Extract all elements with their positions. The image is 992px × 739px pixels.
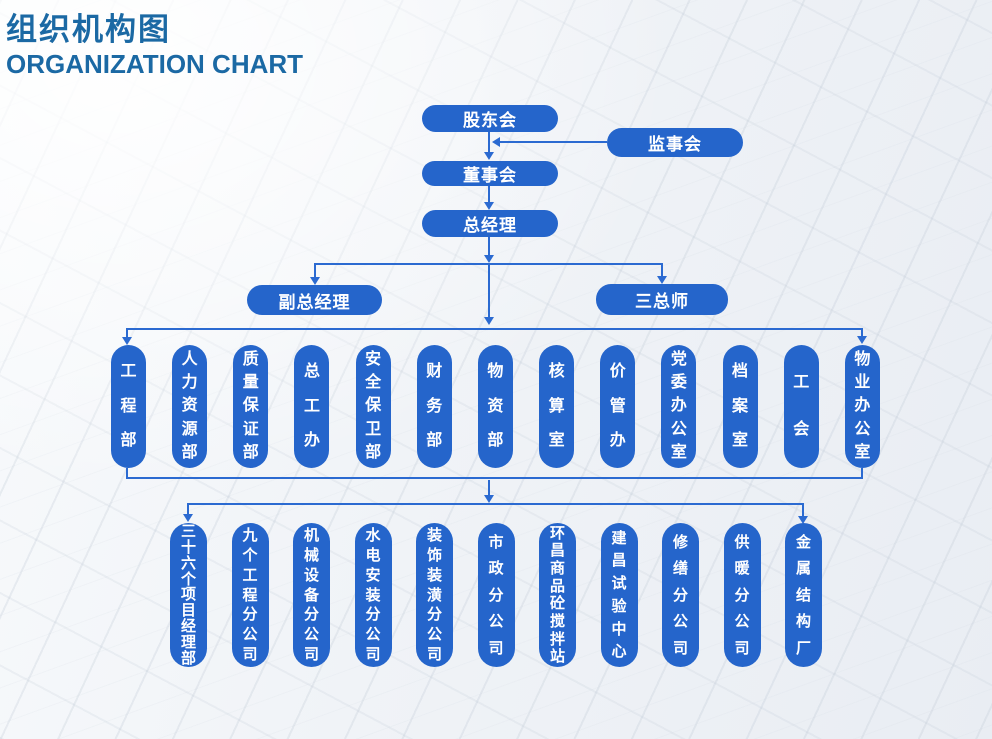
connector-center-to-dept-line	[488, 265, 490, 317]
connector-subs-right-arrow	[798, 516, 808, 524]
node-sub-heating-branch: 供暖分公司	[723, 523, 761, 667]
node-sub-repair-branch: 修缮分公司	[662, 523, 699, 667]
node-dept-materials: 物资部	[477, 345, 513, 468]
node-board-of-directors: 董事会	[422, 161, 558, 186]
node-dept-property-office: 物业办公室	[844, 345, 880, 468]
node-sub-concrete-mixing-station: 环昌商品砼搅拌站	[539, 523, 576, 667]
node-dept-price-management: 价管办	[600, 345, 636, 468]
node-sub-project-management: 三十六个项目经理部	[170, 523, 207, 667]
connector-gm-down-arrow	[484, 255, 494, 263]
node-dept-engineering: 工程部	[111, 345, 146, 468]
node-dept-chief-engineer-office: 总工办	[294, 345, 330, 468]
node-sub-testing-center: 建昌试验中心	[600, 523, 638, 667]
node-shareholders: 股东会	[422, 105, 558, 132]
connector-supervisors-line	[500, 141, 607, 143]
connector-to-deputy-line	[314, 263, 316, 277]
connector-dept-left-line	[126, 329, 128, 337]
node-dept-labor-union: 工会	[783, 345, 819, 468]
connector-dept-bottom-left-stub	[126, 468, 128, 478]
connector-lower-bus-line	[126, 477, 863, 479]
departments-row: 工程部 人力资源部 质量保证部 总工办 安全保卫部 财务部 物资部 核算室 价管…	[111, 345, 880, 468]
connector-to-chiefs-line	[661, 263, 663, 276]
node-general-manager: 总经理	[422, 210, 558, 237]
page-title-english: ORGANIZATION CHART	[6, 49, 304, 79]
node-sub-machinery-equipment: 机械设备分公司	[293, 523, 330, 667]
connector-board-to-gm-line	[488, 186, 490, 203]
node-dept-archives: 档案室	[722, 345, 758, 468]
connector-dept-left-arrow	[122, 337, 132, 345]
node-supervisory-board: 监事会	[607, 128, 743, 157]
connector-shareholders-to-board-arrow	[484, 152, 494, 160]
node-deputy-general-manager: 副总经理	[247, 285, 382, 315]
node-three-chief-engineers: 三总师	[596, 284, 728, 315]
node-dept-finance: 财务部	[416, 345, 452, 468]
connector-to-deputy-arrow	[310, 277, 320, 285]
connector-subs-bus-line	[187, 503, 804, 505]
node-dept-human-resources: 人力资源部	[172, 345, 208, 468]
node-dept-security: 安全保卫部	[355, 345, 391, 468]
subsidiaries-row: 三十六个项目经理部 九个工程分公司 机械设备分公司 水电安装分公司 装饰装潢分公…	[170, 523, 822, 667]
connector-center-to-subs-line	[488, 480, 490, 496]
connector-to-chiefs-arrow	[657, 276, 667, 284]
connector-supervisors-arrow	[492, 137, 500, 147]
node-sub-engineering-branches: 九个工程分公司	[231, 523, 269, 667]
connector-subs-left-line	[187, 504, 189, 514]
connector-center-to-dept-arrow	[484, 317, 494, 325]
connector-center-to-subs-arrow	[484, 495, 494, 503]
connector-dept-bus-line	[126, 328, 863, 330]
connector-dept-right-arrow	[857, 336, 867, 344]
connector-split-bus-line	[314, 263, 663, 265]
node-dept-accounting: 核算室	[539, 345, 575, 468]
node-dept-party-committee-office: 党委办公室	[661, 345, 697, 468]
connector-board-to-gm-arrow	[484, 202, 494, 210]
connector-dept-right-line	[861, 329, 863, 336]
page-title-chinese: 组织机构图	[6, 12, 171, 47]
connector-subs-left-arrow	[183, 514, 193, 522]
node-sub-decoration: 装饰装潢分公司	[416, 523, 453, 667]
node-sub-metal-structure-factory: 金属结构厂	[785, 523, 822, 667]
connector-shareholders-to-board-line	[488, 132, 490, 153]
node-sub-mep-installation: 水电安装分公司	[354, 523, 392, 667]
connector-dept-bottom-right-stub	[861, 468, 863, 478]
node-dept-quality-assurance: 质量保证部	[233, 345, 269, 468]
node-sub-municipal: 市政分公司	[477, 523, 515, 667]
connector-subs-right-line	[802, 504, 804, 516]
connector-gm-down-line	[488, 237, 490, 256]
